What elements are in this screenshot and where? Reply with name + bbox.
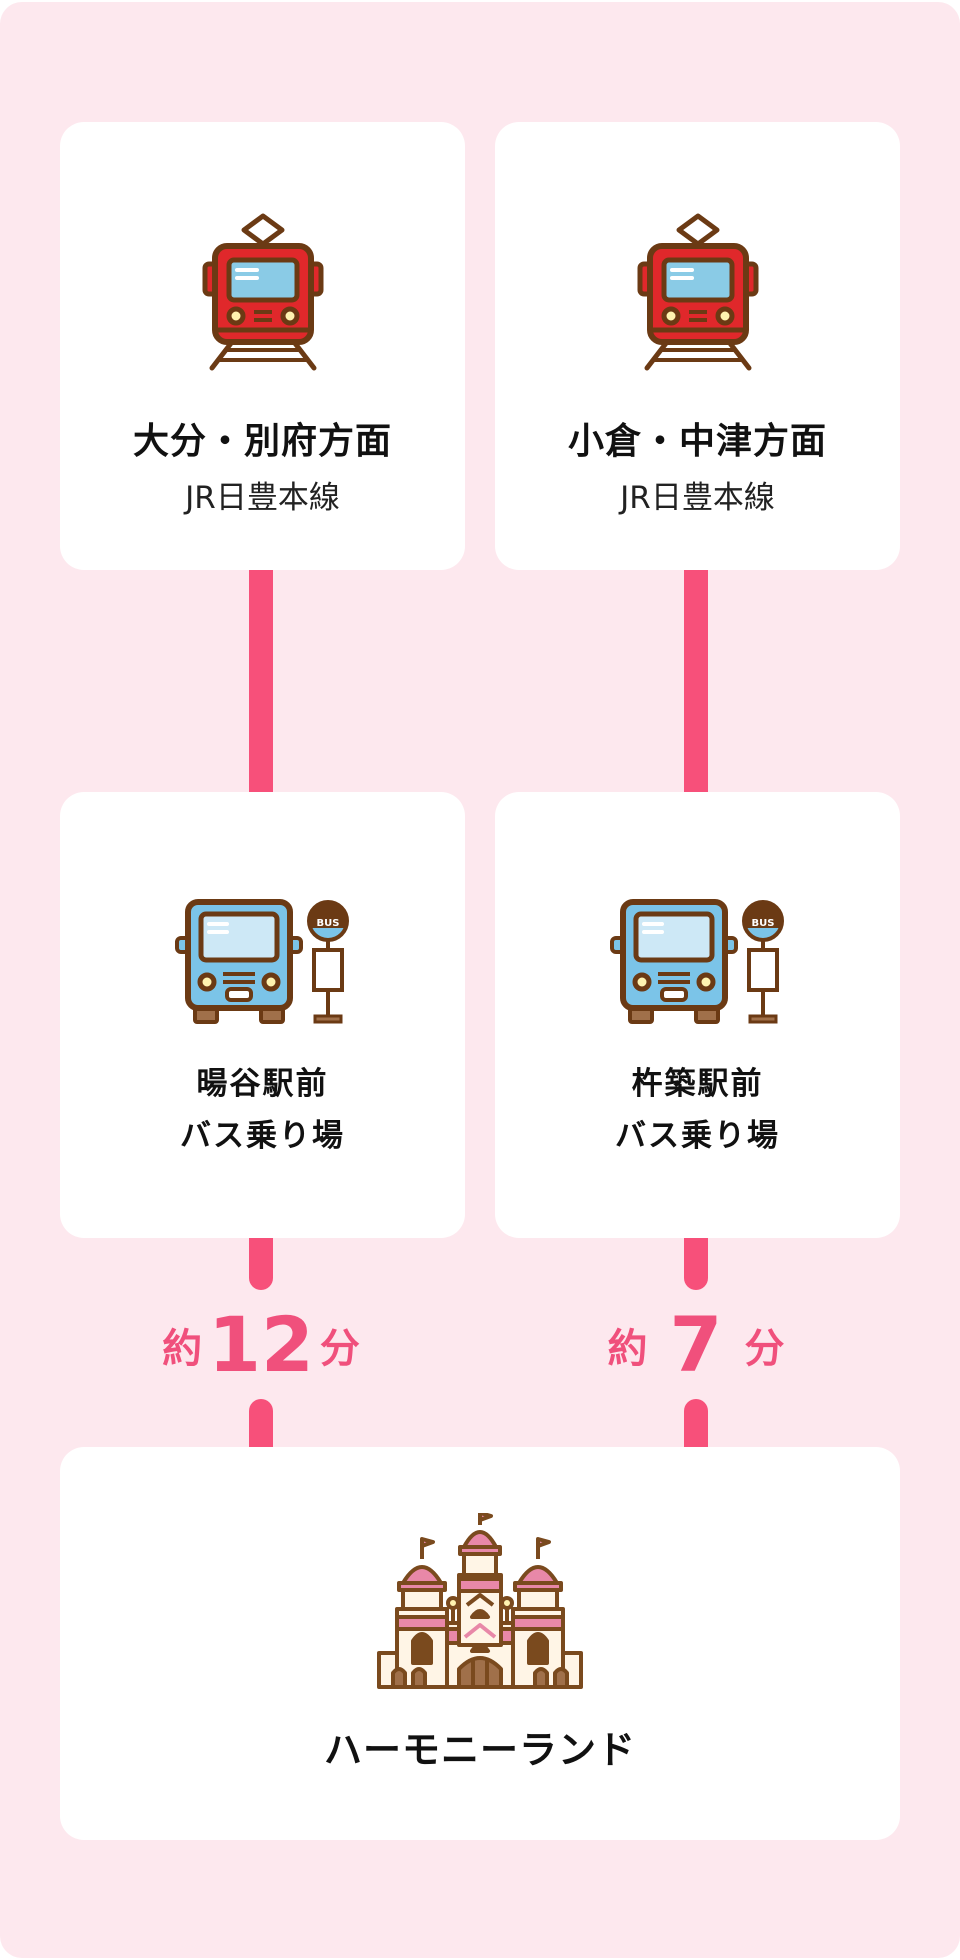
bus-sign-label: BUS <box>317 918 340 929</box>
origin-title: 大分・別府方面 <box>132 421 392 462</box>
connector-left-2b <box>249 1399 273 1449</box>
destination-title: ハーモニーランド <box>323 1728 636 1772</box>
travel-time-prefix: 約 <box>162 1326 203 1372</box>
train-icon <box>202 213 324 371</box>
castle-icon <box>377 1513 583 1689</box>
travel-time-unit: 分 <box>319 1326 360 1372</box>
connector-left-2a <box>249 1236 273 1290</box>
connector-left-1 <box>249 568 273 794</box>
train-icon <box>637 213 759 371</box>
travel-time-left: 約 12 分 <box>131 1300 391 1390</box>
travel-time-prefix: 約 <box>607 1326 648 1372</box>
bus-stop-name: 杵築駅前 <box>631 1066 764 1102</box>
travel-time-value: 12 <box>208 1300 314 1389</box>
destination-card: ハーモニーランド <box>60 1447 900 1840</box>
connector-right-1 <box>684 568 708 794</box>
bus-stop-icon: BUS <box>175 899 349 1024</box>
travel-time-unit: 分 <box>744 1326 785 1372</box>
bus-stop-card-hiji: BUS 暘谷駅前 バス乗り場 <box>60 792 465 1238</box>
bus-stop-icon: BUS <box>610 899 784 1024</box>
bus-stop-label: バス乗り場 <box>180 1118 345 1154</box>
connector-right-2a <box>684 1236 708 1290</box>
origin-title: 小倉・中津方面 <box>567 421 827 462</box>
connector-right-2b <box>684 1399 708 1449</box>
bus-stop-card-kitsuki: BUS 杵築駅前 バス乗り場 <box>495 792 900 1238</box>
bus-stop-label: バス乗り場 <box>615 1118 780 1154</box>
travel-time-right: 約 7 分 <box>566 1300 826 1390</box>
origin-subtitle: JR日豊本線 <box>185 480 340 516</box>
bus-stop-name: 暘谷駅前 <box>196 1066 329 1102</box>
origin-subtitle: JR日豊本線 <box>620 480 775 516</box>
origin-card-kokura-nakatsu: 小倉・中津方面 JR日豊本線 <box>495 122 900 570</box>
bus-sign-label: BUS <box>752 918 775 929</box>
travel-time-value: 7 <box>669 1300 723 1389</box>
origin-card-oita-beppu: 大分・別府方面 JR日豊本線 <box>60 122 465 570</box>
